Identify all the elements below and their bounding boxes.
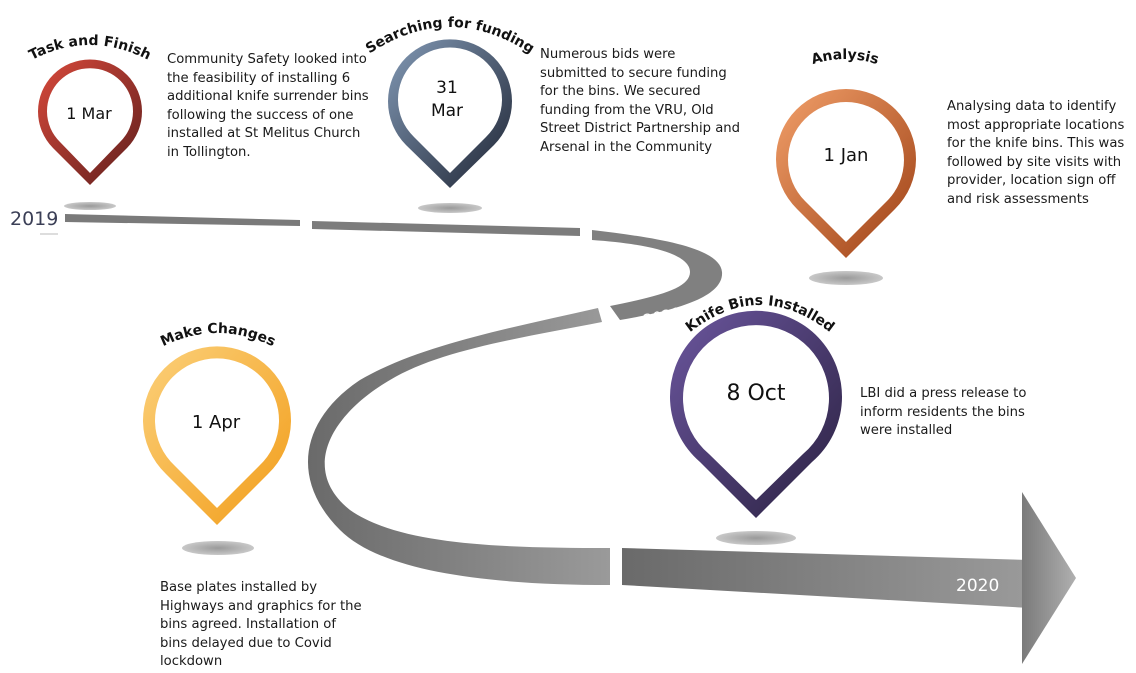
milestone-title: Make Changes bbox=[158, 321, 278, 350]
pin-shadow bbox=[418, 203, 482, 213]
milestone-make-changes: 1 Apr Make Changes bbox=[143, 321, 291, 525]
milestone-analysis: 1 Jan Analysis bbox=[775, 47, 916, 259]
milestone-date: 1 Jan bbox=[824, 145, 869, 166]
year-label-start: 2019 bbox=[10, 208, 58, 230]
milestone-title: Analysis bbox=[810, 47, 881, 68]
milestone-title: Task and Finish bbox=[27, 33, 154, 64]
timeline-road bbox=[40, 214, 1076, 664]
milestone-description-analysis: Analysing data to identify most appropri… bbox=[947, 99, 1125, 207]
year-label-end: 2020 bbox=[956, 576, 999, 596]
milestone-date: 8 Oct bbox=[726, 381, 785, 406]
milestone-date: 1 Apr bbox=[192, 412, 241, 433]
pin-shadow bbox=[182, 541, 254, 555]
milestone-date-month: Mar bbox=[431, 101, 463, 121]
pin-shadow bbox=[64, 202, 116, 210]
milestone-date-day: 31 bbox=[436, 78, 458, 98]
pin-shadow bbox=[809, 271, 883, 285]
milestone-task-and-finish: 1 Mar Task and Finish bbox=[27, 33, 154, 185]
milestone-date: 1 Mar bbox=[66, 104, 112, 123]
milestone-description-task-and-finish: Community Safety looked into the feasibi… bbox=[167, 52, 369, 160]
pin-shadow bbox=[716, 531, 796, 545]
milestone-searching-for-funding: 31 Mar Searching for funding bbox=[363, 15, 537, 188]
milestone-description-knife-bins-installed: LBI did a press release to inform reside… bbox=[860, 386, 1027, 438]
milestone-description-searching-for-funding: Numerous bids were submitted to secure f… bbox=[540, 47, 741, 155]
milestone-knife-bins-installed: 8 Oct Knife Bins Installed bbox=[669, 293, 842, 518]
milestone-description-make-changes: Base plates installed by Highways and gr… bbox=[160, 580, 362, 669]
